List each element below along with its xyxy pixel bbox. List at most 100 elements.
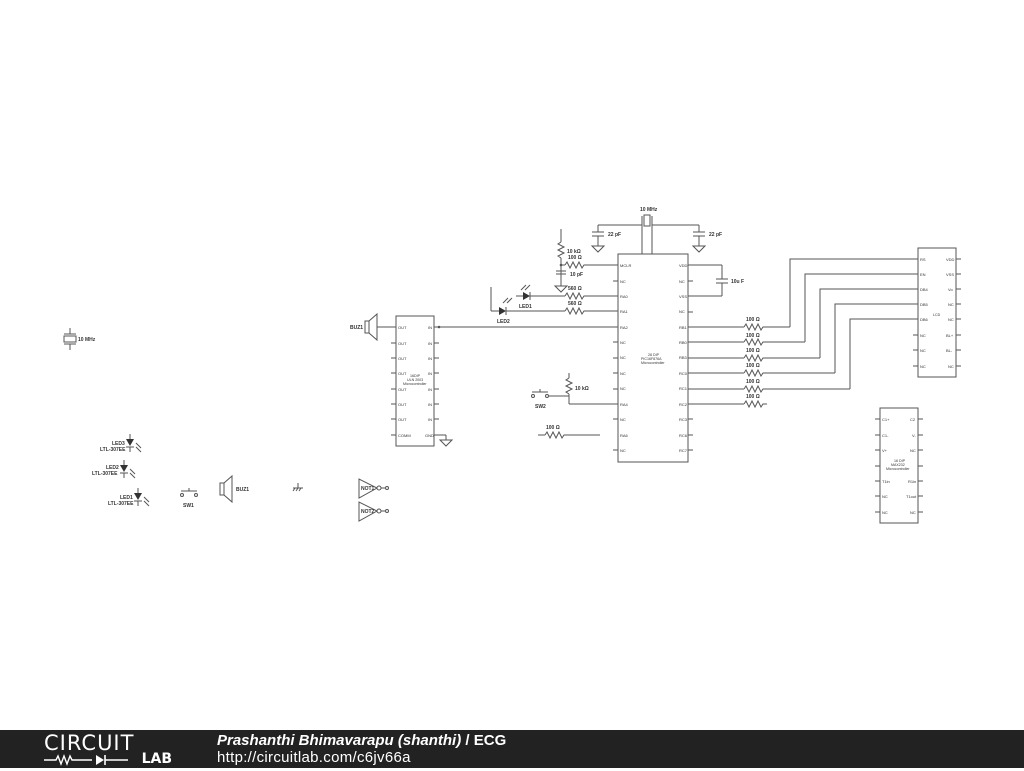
- uln-pin-r8: GND: [425, 433, 434, 438]
- r560a-label: 560 Ω: [568, 286, 582, 292]
- uln-pin-r4: IN: [428, 371, 432, 376]
- switch-sw1[interactable]: SW1: [180, 488, 198, 509]
- ic-pic16f876a[interactable]: MCLR NC RA0 RA1 RA2 NC NC NC NC RA4 NC R…: [613, 253, 693, 463]
- capacitor-10uf[interactable]: 10u F: [688, 264, 744, 297]
- pic-pin-l3: RA0: [620, 294, 629, 299]
- uln-pin-l8: COMM: [398, 433, 411, 438]
- circuitlab-logo[interactable]: CIRCUIT LAB: [44, 732, 174, 768]
- pic-pin-r11: RC3: [679, 417, 688, 422]
- max-pin-r3: NC: [910, 448, 916, 453]
- rbank-6-label: 100 Ω: [746, 394, 760, 400]
- lcd-pin-r4: NC: [948, 302, 954, 307]
- not-gate-2[interactable]: NOT2: [358, 501, 389, 522]
- pic-pin-r8: RC0: [679, 371, 688, 376]
- capacitor-22pf-right[interactable]: 22 pF: [691, 225, 722, 253]
- ic-max232[interactable]: C1+ C1- V+ T1in NC NC C2 V- NC R1in T1ou…: [875, 407, 923, 524]
- resistor-100-mclr[interactable]: 100 Ω: [559, 255, 618, 270]
- led1-loose[interactable]: LED1 LTL-307EE: [108, 488, 150, 507]
- pic-pin-r12: RC6: [679, 433, 688, 438]
- led3-part: LTL-307EE: [100, 447, 126, 453]
- rbank-3-label: 100 Ω: [746, 348, 760, 354]
- max-pin-r4: R1in: [908, 479, 916, 484]
- c22-right-label: 22 pF: [709, 232, 722, 238]
- c10u-label: 10u F: [731, 279, 744, 285]
- resistor-bank-1[interactable]: 100 Ω: [688, 317, 790, 332]
- pic-pin-l6: NC: [620, 340, 626, 345]
- led2-loose[interactable]: LED2 LTL-307EE: [92, 460, 136, 479]
- buz1-loose-label: BUZ1: [236, 487, 249, 493]
- schematic-canvas[interactable]: 10 MHz LED3 LTL-307EE LED2 LTL-307EE LED…: [0, 0, 1024, 730]
- rbank-5-label: 100 Ω: [746, 379, 760, 385]
- led1-circuit-label: LED1: [519, 304, 532, 310]
- resistor-bank-6[interactable]: 100 Ω: [688, 394, 767, 409]
- capacitor-22pf-left[interactable]: 22 pF: [590, 225, 621, 253]
- led2-circuit-label: LED2: [497, 319, 510, 325]
- buzzer-uln[interactable]: BUZ1: [350, 312, 396, 342]
- resistor-bank-4[interactable]: 100 Ω: [688, 363, 835, 378]
- logo-lab-text: LAB: [141, 751, 172, 767]
- resistor-10k-top[interactable]: 10 kΩ: [556, 229, 581, 286]
- resistor-560-a[interactable]: 560 Ω: [564, 286, 618, 301]
- led2-circuit[interactable]: LED2: [490, 287, 565, 325]
- schematic-title-line: Prashanthi Bhimavarapu (shanthi) / ECG: [217, 731, 506, 750]
- crystal-top[interactable]: 10 MHz: [598, 207, 699, 254]
- r10k-sw-label: 10 kΩ: [575, 386, 589, 392]
- resistor-560-b[interactable]: 560 Ω: [564, 301, 618, 316]
- lcd-name: LCD: [933, 313, 941, 317]
- pic-pin-r3: VSS: [679, 294, 687, 299]
- sw2-label: SW2: [535, 404, 546, 410]
- lcd-module[interactable]: RS EN DB4 DB5 DB6 NC NC NC VDD VSS Vo NC…: [913, 247, 961, 378]
- max-pin-l4: T1in: [882, 479, 890, 484]
- pic-pin-l7: NC: [620, 355, 626, 360]
- pic-pin-l12: RA6: [620, 433, 629, 438]
- uln-pin-r1: IN: [428, 325, 432, 330]
- schematic-url[interactable]: http://circuitlab.com/c6jv66a: [217, 749, 411, 766]
- resistor-bank[interactable]: 100 Ω 100 Ω 100 Ω 100 Ω 100 Ω 100 Ω: [688, 317, 850, 409]
- pic-pin-l1: MCLR: [620, 263, 631, 268]
- capacitor-10pf[interactable]: 10 pF: [553, 270, 583, 293]
- resistor-10k-sw[interactable]: 10 kΩ: [564, 373, 618, 405]
- switch-sw2[interactable]: SW2: [531, 389, 570, 410]
- pic-name-1: 28 DIP: [648, 353, 660, 357]
- ground-uln[interactable]: [434, 434, 454, 447]
- uln-pin-l7: OUT: [398, 417, 407, 422]
- not1-label: NOT1: [361, 486, 375, 492]
- pic-pin-l11: NC: [620, 417, 626, 422]
- pic-name-3: Microcontroller: [641, 361, 665, 365]
- lcd-pin-l7: NC: [920, 348, 926, 353]
- led3-loose[interactable]: LED3 LTL-307EE: [100, 434, 142, 453]
- uln-pin-l4: OUT: [398, 371, 407, 376]
- pic-pin-r2: NC: [679, 279, 685, 284]
- pic-name-2: PIC16F876A: [641, 357, 662, 361]
- led2-label: LED2: [106, 465, 119, 471]
- max-name-2: MAX232: [891, 463, 905, 467]
- ic-uln2003[interactable]: OUT OUT OUT OUT OUT OUT OUT COMM IN IN I…: [391, 315, 439, 447]
- wires-to-lcd[interactable]: [789, 258, 918, 389]
- footer-bar: CIRCUIT LAB Prashanthi Bhimavarapu (shan…: [0, 730, 1024, 768]
- lcd-pin-l2: EN: [920, 272, 926, 277]
- crystal-left[interactable]: 10 MHz: [63, 328, 96, 350]
- author-link[interactable]: Prashanthi Bhimavarapu (shanthi): [217, 732, 462, 749]
- resistor-bank-5[interactable]: 100 Ω: [688, 379, 850, 394]
- led3-label: LED3: [112, 441, 125, 447]
- buzzer-loose[interactable]: BUZ1: [219, 474, 249, 504]
- uln-pin-l3: OUT: [398, 356, 407, 361]
- resistor-bank-3[interactable]: 100 Ω: [688, 348, 820, 363]
- max-name-1: 16 DIP: [894, 459, 906, 463]
- led1-circuit[interactable]: LED1: [516, 284, 565, 310]
- pic-pin-r4: NC: [679, 309, 685, 314]
- uln-name-2: ULN 2003: [407, 378, 423, 382]
- not-gate-1[interactable]: NOT1: [358, 478, 389, 499]
- sw1-label: SW1: [183, 503, 194, 509]
- uln-pin-r7: IN: [428, 417, 432, 422]
- resistor-bank-2[interactable]: 100 Ω: [688, 333, 805, 347]
- ground-symbol-loose[interactable]: [292, 483, 303, 492]
- resistor-100-input[interactable]: 100 Ω: [538, 425, 600, 440]
- lcd-pin-l6: NC: [920, 333, 926, 338]
- rbank-4-label: 100 Ω: [746, 363, 760, 369]
- rbank-2-label: 100 Ω: [746, 333, 760, 339]
- max-pin-r2: V-: [912, 433, 916, 438]
- schematic-title[interactable]: ECG: [473, 732, 507, 749]
- pic-pin-r5: RB1: [679, 325, 688, 330]
- c10p-label: 10 pF: [570, 272, 583, 278]
